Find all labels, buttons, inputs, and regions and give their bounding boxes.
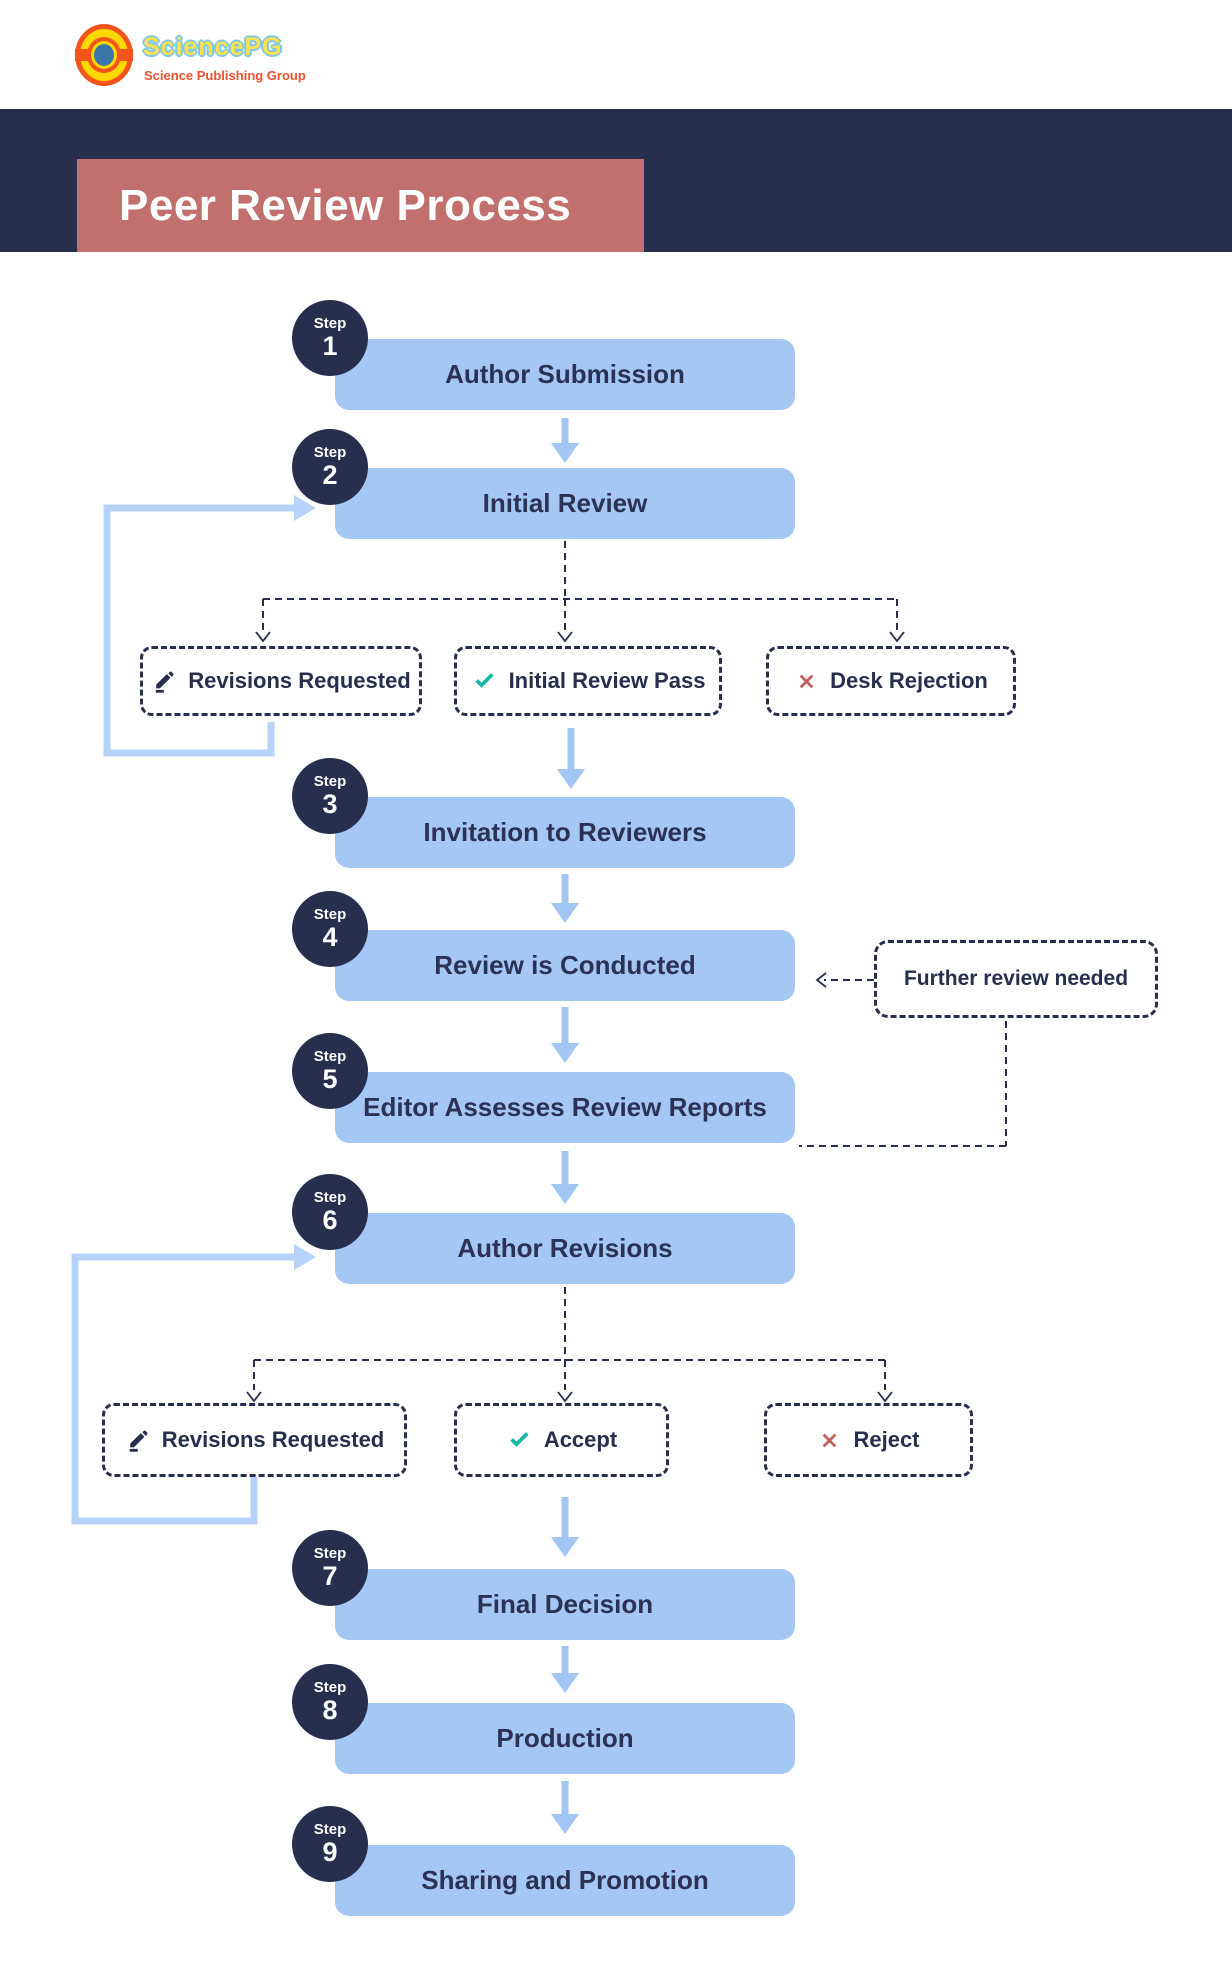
page-title: Peer Review Process: [119, 180, 572, 230]
outcome-desk-rejection: Desk Rejection: [766, 646, 1016, 716]
step-label: Review is Conducted: [434, 950, 696, 980]
badge-word: Step: [313, 443, 347, 461]
brand-wordmark: SciencePG: [143, 33, 283, 61]
dashed-connectors: [253, 541, 1007, 1390]
outcome-label: Revisions Requested: [161, 1427, 385, 1452]
outcome-label: Revisions Requested: [188, 668, 411, 693]
badge-word: Step: [313, 1544, 347, 1562]
badge-number: 8: [322, 1695, 338, 1726]
outcome-label: Desk Rejection: [830, 668, 988, 693]
step-box-author-submission: Author Submission: [335, 339, 795, 410]
badge-number: 2: [322, 460, 338, 491]
outcome-revisions-requested-final: Revisions Requested: [102, 1403, 407, 1477]
badge-word: Step: [313, 1820, 347, 1838]
step-box-author-revisions: Author Revisions: [335, 1213, 795, 1284]
step-box-sharing-and-promotion: Sharing and Promotion: [335, 1845, 795, 1916]
x-icon: [823, 1433, 837, 1447]
step-label: Production: [496, 1723, 634, 1753]
step-label: Editor Assesses Review Reports: [363, 1092, 767, 1122]
brand-subtitle: Science Publishing Group: [144, 68, 306, 83]
badge-number: 7: [322, 1561, 338, 1592]
badge-number: 6: [322, 1205, 338, 1236]
step-label: Invitation to Reviewers: [423, 817, 707, 847]
badge-number: 3: [322, 789, 338, 820]
outcome-revisions-requested-initial: Revisions Requested: [140, 646, 422, 716]
note-label: Further review needed: [903, 967, 1129, 990]
sciencepg-bullseye-logo: [75, 24, 133, 86]
chevron-arrowheads: [246, 631, 905, 1403]
revision-feedback-loops: [71, 504, 298, 1525]
badge-word: Step: [313, 772, 347, 790]
title-box: Peer Review Process: [77, 159, 644, 252]
step-label: Initial Review: [482, 488, 648, 518]
badge-word: Step: [313, 1678, 347, 1696]
outcome-reject: Reject: [764, 1403, 973, 1477]
badge-word: Step: [313, 314, 347, 332]
step-box-invitation-to-reviewers: Invitation to Reviewers: [335, 797, 795, 868]
step-label: Final Decision: [476, 1589, 654, 1619]
outcome-label: Accept: [543, 1427, 618, 1452]
further-review-note: Further review needed: [874, 940, 1158, 1018]
badge-word: Step: [313, 1047, 347, 1065]
top-white-bar: SciencePG Science Publishing Group: [0, 0, 1232, 109]
step-label: Sharing and Promotion: [421, 1865, 709, 1895]
outcome-initial-review-pass: Initial Review Pass: [454, 646, 722, 716]
outcome-accept: Accept: [454, 1403, 669, 1477]
badge-word: Step: [313, 1188, 347, 1206]
outcome-label: Reject: [853, 1427, 920, 1452]
logo-blue-core: [94, 44, 114, 66]
flow-arrows: [551, 418, 585, 1834]
step-box-initial-review: Initial Review: [335, 468, 795, 539]
badge-number: 9: [322, 1837, 338, 1868]
step-box-review-is-conducted: Review is Conducted: [335, 930, 795, 1001]
x-icon: [799, 674, 814, 688]
step-box-production: Production: [335, 1703, 795, 1774]
feedback-loop-arrowheads: [294, 495, 316, 1270]
pencil-icon: [156, 671, 174, 693]
check-icon: [474, 672, 494, 688]
pencil-icon: [129, 1430, 148, 1452]
step-label: Author Revisions: [457, 1233, 673, 1263]
check-icon: [510, 1431, 529, 1447]
step-box-final-decision: Final Decision: [335, 1569, 795, 1640]
outcome-label: Initial Review Pass: [508, 668, 706, 693]
step-label: Author Submission: [445, 359, 685, 389]
badge-word: Step: [313, 905, 347, 923]
badge-number: 5: [322, 1064, 338, 1095]
badge-number: 4: [322, 922, 338, 953]
step-box-editor-assesses-review-reports: Editor Assesses Review Reports: [335, 1072, 795, 1143]
badge-number: 1: [322, 331, 338, 362]
